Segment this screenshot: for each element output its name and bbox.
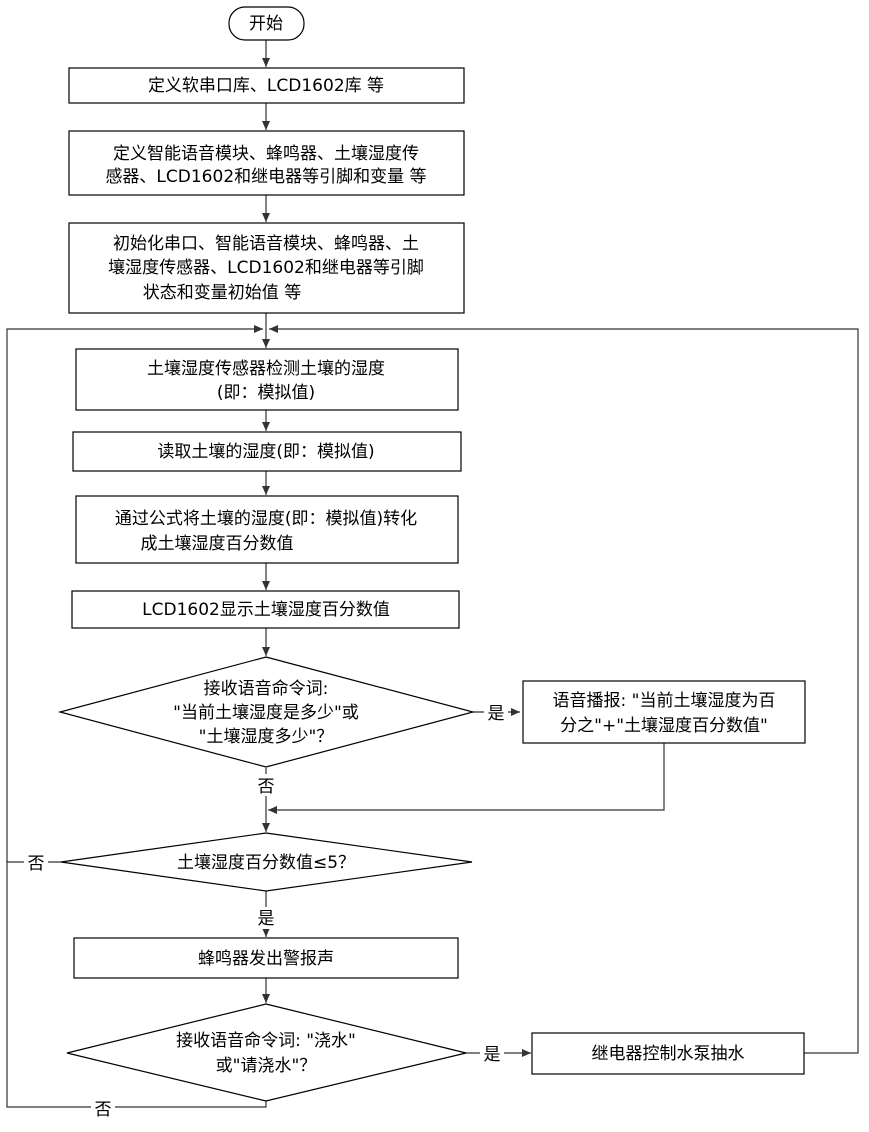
step-box-2 [68, 130, 465, 196]
branch-labels: 是 否 否 是 是 否 [24, 702, 508, 1120]
step-6-line-1: 通过公式将土壤的湿度(即：模拟值)转化 [115, 508, 417, 529]
step-6-line-2: 成土壤湿度百分数值 [141, 533, 294, 554]
start-node [228, 6, 305, 41]
broadcast-box [522, 680, 806, 744]
step-box-7 [71, 590, 460, 629]
decision3-line-1: 接收语音命令词: "浇水" [176, 1031, 356, 1051]
arrow-decision3-no-loop [6, 860, 267, 1108]
step-3-line-1: 初始化串口、智能语音模块、蜂鸣器、土 [113, 234, 419, 254]
step-7-line-1: LCD1602显示土壤湿度百分数值 [142, 599, 390, 620]
step-4-line-2: (即：模拟值) [217, 383, 315, 403]
step-box-5 [72, 431, 462, 472]
decision3-yes-label: 是 [484, 1045, 501, 1065]
decision1-line-1: 接收语音命令词: [204, 679, 329, 699]
decision3-diamond [66, 1003, 467, 1102]
step-2-line-2: 感器、LCD1602和继电器等引脚和变量 等 [105, 167, 426, 187]
decision1-yes-label: 是 [488, 704, 505, 724]
nodes [57, 6, 806, 1102]
decision2-no-label: 否 [28, 854, 45, 874]
arrow-pump-loop [269, 325, 859, 1054]
decision2-line-1: 土壤湿度百分数值≤5？ [177, 852, 355, 873]
step-1-line-1: 定义软串口库、LCD1602库 等 [148, 76, 384, 96]
pump-box [531, 1032, 805, 1075]
step-3-line-3: 状态和变量初始值 等 [143, 283, 301, 303]
step-4-line-1: 土壤湿度传感器检测土壤的湿度 [147, 358, 385, 379]
step-box-1 [68, 67, 465, 104]
step-box-3 [68, 222, 465, 314]
decision1-line-3: "土壤湿度多少"？ [199, 726, 334, 747]
node-text: 开始 定义软串口库、LCD1602库 等 定义智能语音模块、蜂鸣器、土壤湿度传 … [105, 14, 775, 1076]
buzzer-line-1: 蜂鸣器发出警报声 [198, 949, 334, 969]
step-box-4 [75, 348, 459, 411]
decision2-diamond [60, 832, 473, 892]
broadcast-line-1: 语音播报: "当前土壤湿度为百 [553, 690, 776, 711]
buzzer-box [73, 937, 459, 979]
start-label: 开始 [249, 14, 283, 34]
decision3-line-2: 或"请浇水"？ [216, 1056, 317, 1076]
broadcast-line-2: 分之"+"土壤湿度百分数值" [560, 715, 768, 736]
step-box-6 [75, 495, 459, 564]
step-2-line-1: 定义智能语音模块、蜂鸣器、土壤湿度传 [113, 143, 419, 164]
decision3-no-label: 否 [95, 1100, 112, 1120]
step-5-line-1: 读取土壤的湿度(即：模拟值) [157, 441, 374, 462]
decision1-line-2: "当前土壤湿度是多少"或 [173, 702, 359, 723]
decision1-diamond [57, 656, 476, 768]
decision1-no-label: 否 [258, 777, 275, 797]
step-3-line-2: 壤湿度传感器、LCD1602和继电器等引脚 [108, 257, 424, 278]
decision2-yes-label: 是 [258, 909, 275, 929]
pump-line-1: 继电器控制水泵抽水 [592, 1044, 745, 1064]
arrow-broadcast-return [268, 743, 665, 814]
